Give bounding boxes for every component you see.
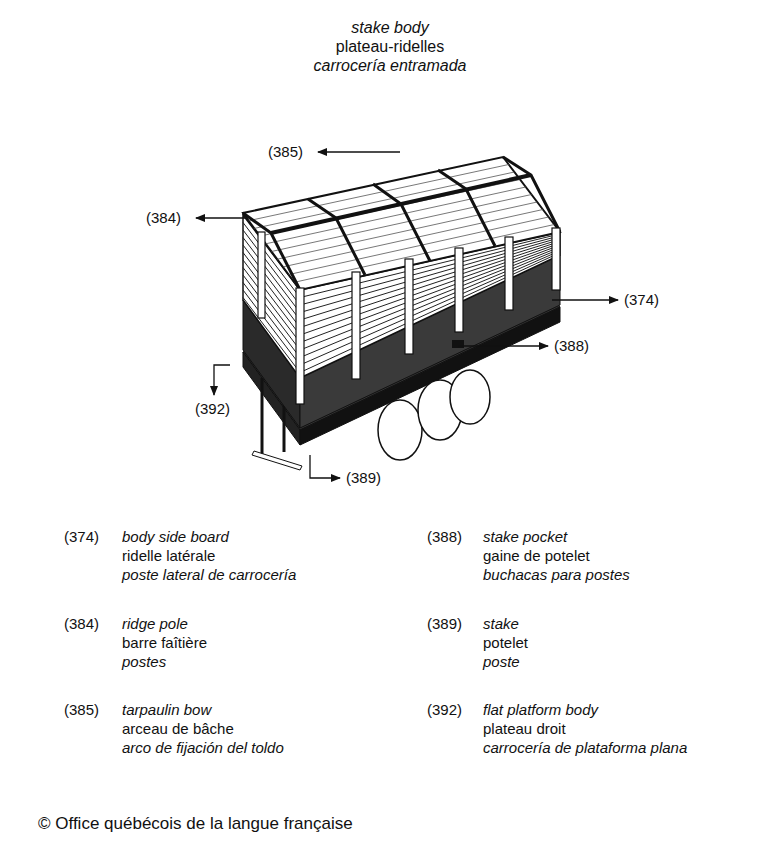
- slat-line: [277, 202, 537, 259]
- title-line: stake body: [351, 18, 428, 37]
- callout-number: (389): [346, 469, 381, 487]
- callout-number: (388): [554, 337, 589, 355]
- term-spanish: arco de fijación del toldo: [122, 739, 284, 757]
- term-french: arceau de bâche: [122, 720, 234, 738]
- callout-number: (374): [624, 291, 659, 309]
- term-french: ridelle latérale: [122, 547, 215, 565]
- term-english: body side board: [122, 528, 229, 546]
- slat-line: [283, 210, 543, 267]
- slat-line: [249, 165, 509, 221]
- callout-number: (392): [195, 400, 230, 418]
- term-french: potelet: [483, 634, 528, 652]
- term-french: plateau droit: [483, 720, 566, 738]
- term-spanish: postes: [122, 653, 166, 671]
- term-spanish: poste: [483, 653, 520, 671]
- term-english: stake: [483, 615, 519, 633]
- term-french: barre faîtière: [122, 634, 207, 652]
- term-french: gaine de potelet: [483, 547, 590, 565]
- term-english: flat platform body: [483, 701, 598, 719]
- callout-number: (374): [64, 528, 99, 546]
- slat-line: [243, 298, 300, 373]
- callout-number: (388): [427, 528, 462, 546]
- term-english: stake pocket: [483, 528, 567, 546]
- callout-number: (385): [64, 701, 99, 719]
- slat-line: [243, 275, 300, 350]
- callout-number: (384): [146, 209, 181, 227]
- callout-number: (389): [427, 615, 462, 633]
- callout-number: (392): [427, 701, 462, 719]
- copyright-note: © Office québécois de la langue français…: [38, 814, 353, 834]
- title-line: plateau-ridelles: [336, 37, 445, 56]
- slat-line: [266, 187, 526, 244]
- slat-line: [243, 283, 300, 358]
- title-line: carrocería entramada: [314, 56, 467, 75]
- term-spanish: carrocería de plataforma plana: [483, 739, 687, 757]
- term-english: tarpaulin bow: [122, 701, 211, 719]
- slat-line: [243, 290, 300, 365]
- term-spanish: buchacas para postes: [483, 566, 630, 584]
- callout-number: (384): [64, 615, 99, 633]
- slat-line: [254, 172, 514, 228]
- term-english: ridge pole: [122, 615, 188, 633]
- term-spanish: poste lateral de carrocería: [122, 566, 296, 584]
- callout-number: (385): [268, 143, 303, 161]
- slat-line: [294, 225, 554, 283]
